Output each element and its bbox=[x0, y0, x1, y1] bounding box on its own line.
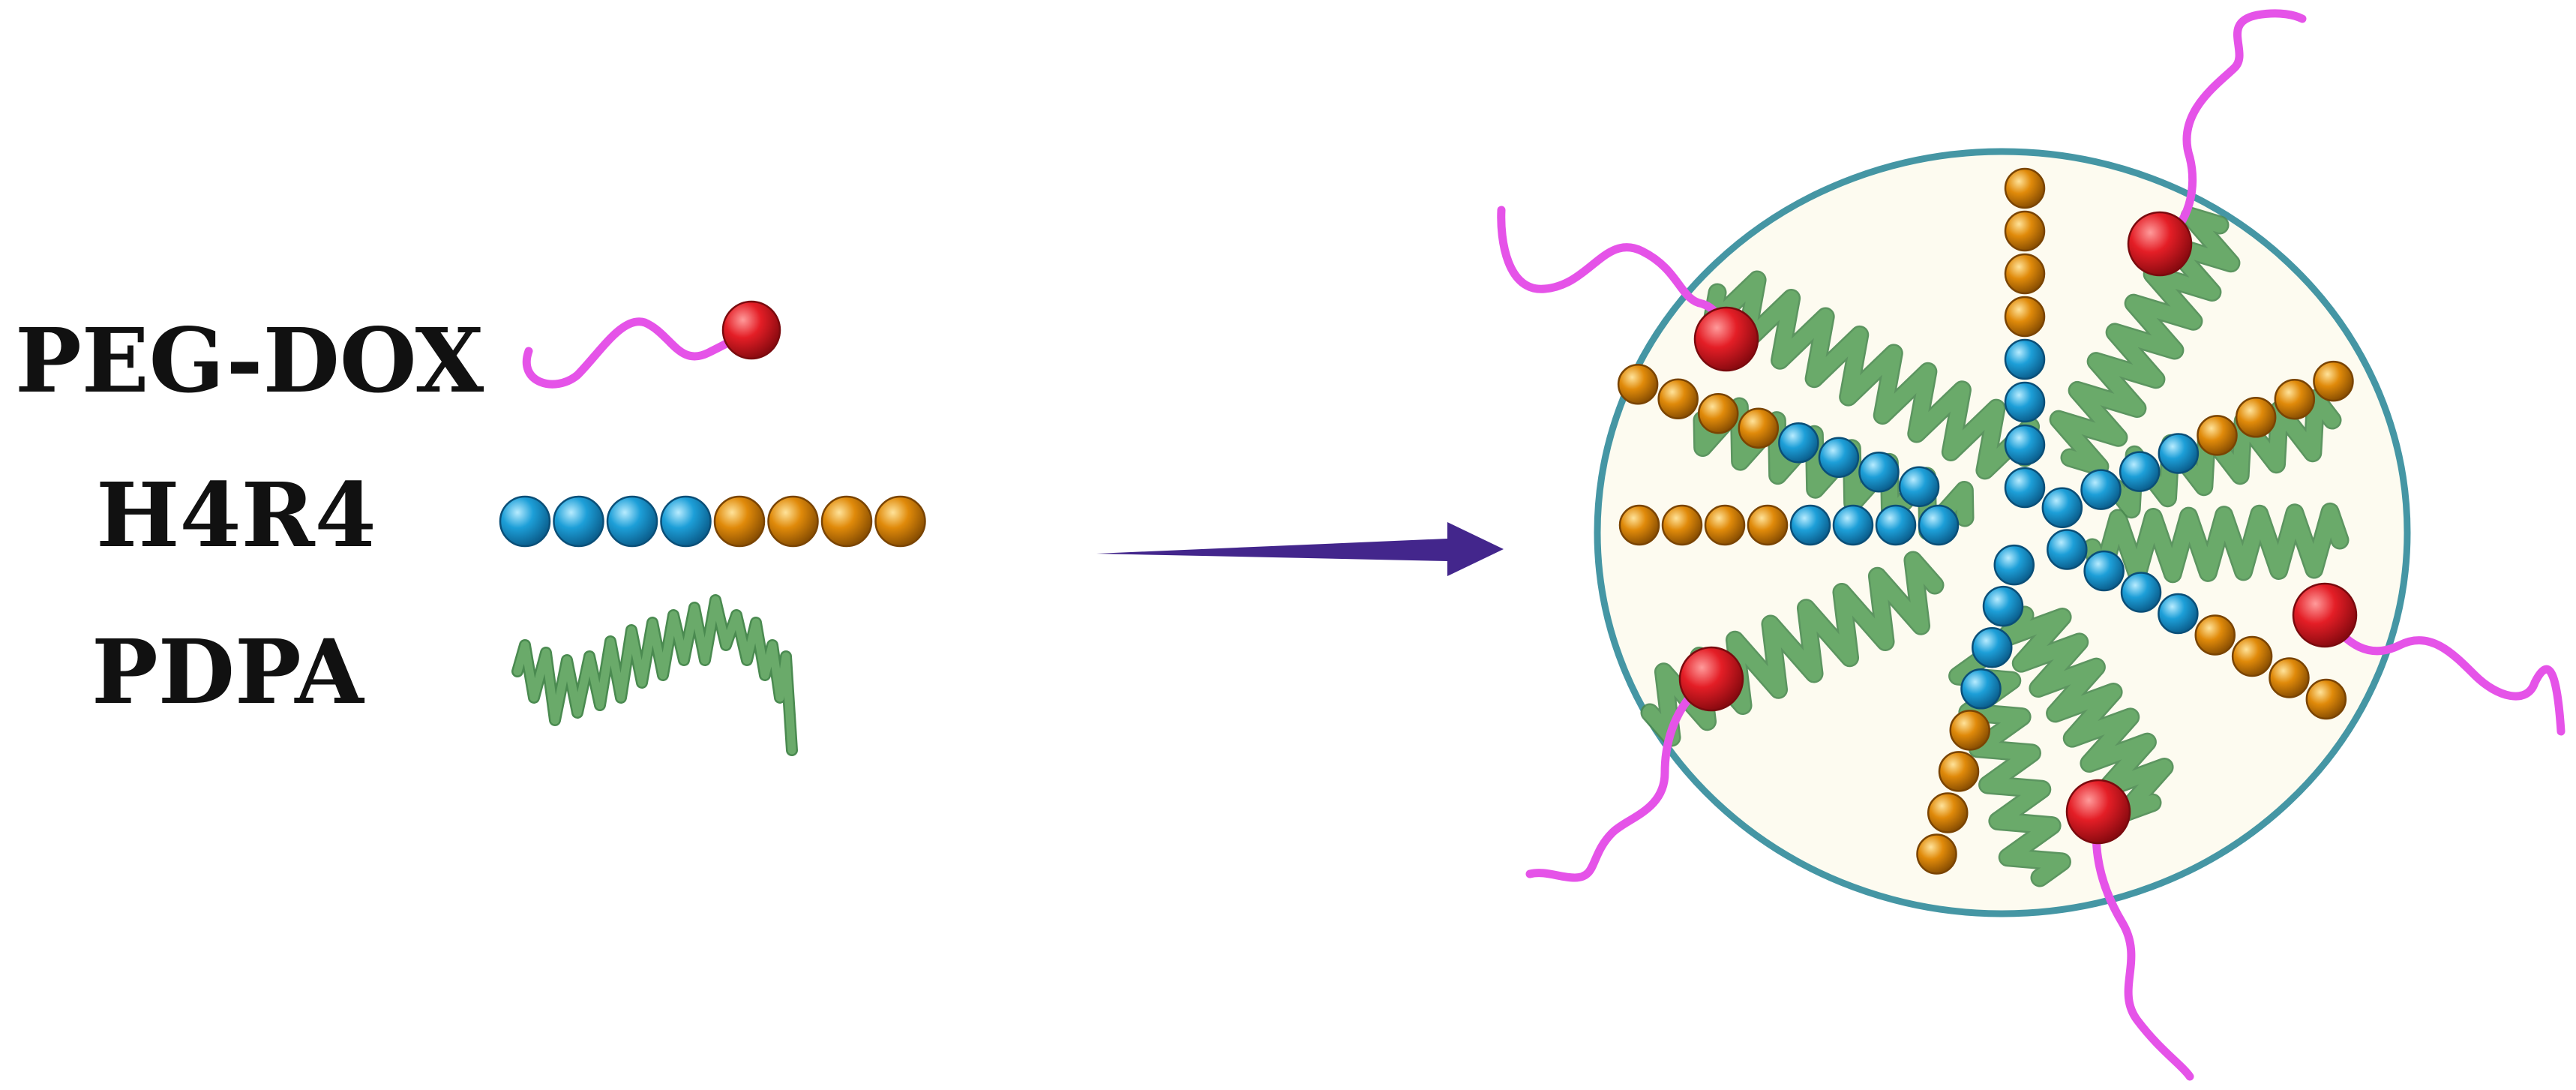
histidine-bead bbox=[2004, 467, 2046, 509]
pdpa-chain bbox=[1996, 608, 2173, 821]
arginine-bead bbox=[1949, 710, 1991, 751]
arginine-bead bbox=[1617, 363, 1659, 405]
peg-dox-symbol bbox=[523, 300, 781, 389]
arginine-bead bbox=[1661, 504, 1703, 546]
histidine-bead bbox=[2041, 487, 2083, 529]
peg-chain bbox=[2092, 807, 2194, 1081]
arginine-bead bbox=[2235, 397, 2277, 438]
arginine-bead bbox=[2269, 657, 2310, 698]
histidine-bead bbox=[1778, 422, 1819, 464]
histidine-bead bbox=[1789, 504, 1831, 546]
histidine-bead bbox=[2119, 451, 2161, 492]
histidine-bead bbox=[1858, 451, 1900, 493]
arginine-bead bbox=[2231, 635, 2273, 677]
micelle-h4r4-layer bbox=[1617, 167, 2354, 875]
micelle-peg-dox-layer bbox=[1497, 9, 2566, 1081]
histidine-bead bbox=[2120, 572, 2162, 613]
dox-bead bbox=[2065, 779, 2131, 845]
histidine-bead bbox=[1818, 437, 1860, 478]
arginine-bead bbox=[767, 495, 819, 548]
dox-bead bbox=[2127, 211, 2193, 277]
arginine-bead bbox=[1738, 407, 1780, 449]
histidine-bead bbox=[1972, 626, 2013, 668]
arginine-bead bbox=[2004, 167, 2046, 209]
arginine-bead bbox=[2194, 614, 2236, 656]
histidine-bead bbox=[1832, 504, 1874, 546]
legend-item-peg-dox: PEG-DOX bbox=[15, 300, 781, 413]
peg-chain bbox=[1525, 674, 1716, 882]
arginine-bead bbox=[1916, 833, 1957, 875]
histidine-bead bbox=[606, 495, 658, 548]
dox-bead bbox=[2292, 582, 2358, 648]
legend-item-pdpa: PDPA bbox=[91, 594, 798, 756]
arginine-bead bbox=[713, 495, 766, 548]
histidine-bead bbox=[2004, 424, 2046, 466]
histidine-bead bbox=[2004, 381, 2046, 423]
arginine-bead bbox=[2004, 210, 2046, 252]
arginine-bead bbox=[2004, 296, 2046, 338]
dox-bead bbox=[721, 300, 781, 360]
arginine-bead bbox=[2274, 378, 2316, 420]
histidine-bead bbox=[1993, 544, 2035, 586]
arginine-bead bbox=[2313, 360, 2354, 402]
histidine-bead bbox=[1960, 668, 2002, 710]
pdpa-chain bbox=[1950, 653, 2070, 885]
histidine-bead bbox=[1875, 504, 1917, 546]
self-assembly-arrow bbox=[1096, 522, 1504, 576]
pdpa-chain bbox=[2085, 504, 2347, 584]
histidine-bead bbox=[660, 495, 712, 548]
histidine-bead bbox=[2083, 550, 2125, 592]
arginine-bead bbox=[874, 495, 926, 548]
histidine-bead bbox=[2047, 529, 2088, 570]
peg-chain bbox=[1497, 206, 1731, 344]
legend-label-pdpa: PDPA bbox=[91, 620, 364, 724]
histidine-bead bbox=[2158, 433, 2200, 474]
histidine-bead bbox=[1898, 466, 1940, 507]
pdpa-chain bbox=[513, 596, 796, 755]
micelle bbox=[1497, 9, 2566, 1081]
arginine-bead bbox=[1927, 792, 1969, 833]
dox-bead bbox=[1693, 306, 1759, 372]
histidine-bead bbox=[1918, 504, 1960, 546]
arginine-bead bbox=[2197, 415, 2238, 456]
histidine-bead bbox=[2158, 593, 2199, 635]
arginine-bead bbox=[820, 495, 873, 548]
legend: PEG-DOX H4R4 PDPA bbox=[15, 300, 926, 756]
arginine-bead bbox=[1704, 504, 1746, 546]
histidine-bead bbox=[1982, 585, 2024, 627]
arginine-bead bbox=[2305, 678, 2347, 720]
pdpa-chain bbox=[1642, 552, 1942, 746]
h4r4-symbol bbox=[499, 495, 926, 548]
peg-chain bbox=[523, 317, 743, 389]
legend-item-h4r4: H4R4 bbox=[96, 463, 926, 567]
histidine-bead bbox=[2004, 338, 2046, 380]
arginine-bead bbox=[1747, 504, 1789, 546]
arginine-bead bbox=[1657, 378, 1699, 419]
arginine-bead bbox=[1618, 504, 1660, 546]
histidine-bead bbox=[553, 495, 604, 548]
legend-label-peg-dox: PEG-DOX bbox=[15, 308, 484, 413]
histidine-bead bbox=[499, 495, 551, 548]
peg-chain bbox=[2155, 9, 2307, 248]
dox-bead bbox=[1678, 646, 1744, 712]
peg-chain bbox=[2320, 611, 2566, 736]
pdpa-symbol bbox=[511, 594, 798, 756]
arginine-bead bbox=[1697, 392, 1739, 434]
arginine-bead bbox=[2004, 253, 2046, 295]
histidine-bead bbox=[2080, 469, 2122, 510]
arginine-bead bbox=[1938, 751, 1980, 792]
legend-label-h4r4: H4R4 bbox=[96, 463, 376, 567]
